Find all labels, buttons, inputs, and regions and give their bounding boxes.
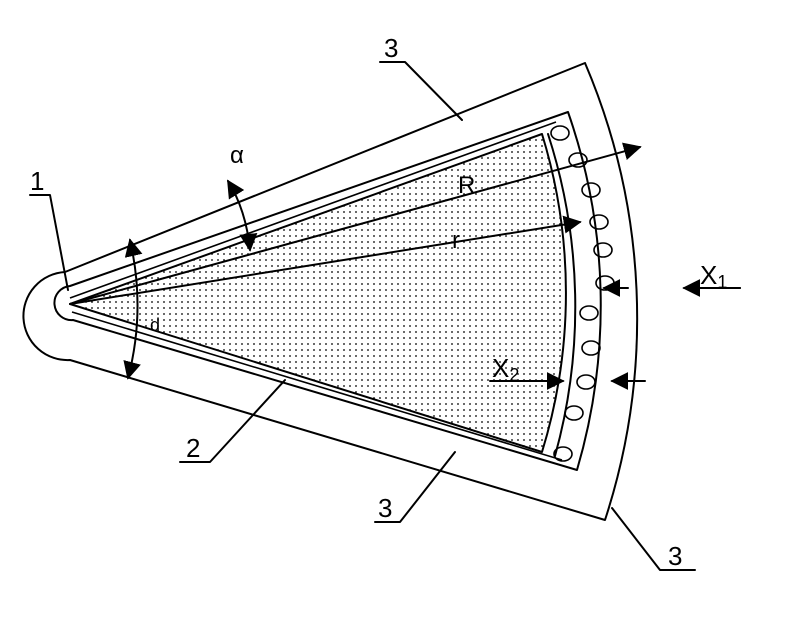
label-x2: X2 — [492, 353, 519, 385]
label-part-3-bottom: 3 — [378, 493, 392, 523]
label-part-3-right: 3 — [668, 541, 682, 571]
radius-r-arrow — [69, 215, 582, 305]
hole-row — [550, 125, 615, 462]
radius-R-arrow — [69, 142, 642, 305]
hole — [568, 152, 588, 168]
label-x2-sub: 2 — [509, 365, 519, 385]
inner-casing — [53, 111, 602, 471]
label-part-2: 2 — [186, 433, 200, 463]
label-radius-R: R — [458, 172, 475, 199]
hole — [579, 305, 599, 321]
hole — [564, 405, 584, 421]
dotted-core — [69, 133, 567, 453]
label-d: d — [150, 315, 160, 335]
label-part-3-top: 3 — [384, 33, 398, 63]
outer-casing — [22, 62, 639, 521]
label-part-1: 1 — [30, 166, 44, 196]
leader-2 — [179, 379, 286, 463]
label-alpha: α — [230, 142, 244, 169]
leader-3-top — [379, 61, 463, 121]
hole — [589, 214, 609, 230]
hole — [581, 182, 601, 198]
leader-3-right — [611, 507, 696, 571]
hole — [581, 340, 601, 356]
hole — [576, 374, 596, 390]
inner-line-bottom — [71, 311, 563, 461]
label-x1-main: X — [700, 260, 717, 290]
hole-strip-boundary — [547, 133, 577, 457]
label-x1: X1 — [700, 260, 727, 292]
hole — [553, 446, 573, 462]
hole — [550, 125, 570, 141]
d-arc — [123, 238, 143, 380]
leader-3-bottom — [374, 451, 456, 523]
label-x2-main: X — [492, 353, 509, 383]
alpha-arc — [227, 179, 258, 252]
hole — [593, 242, 613, 258]
label-x1-sub: 1 — [717, 272, 727, 292]
inner-line-top — [69, 121, 557, 299]
label-radius-r: r — [452, 227, 460, 254]
leader-1 — [29, 194, 69, 291]
